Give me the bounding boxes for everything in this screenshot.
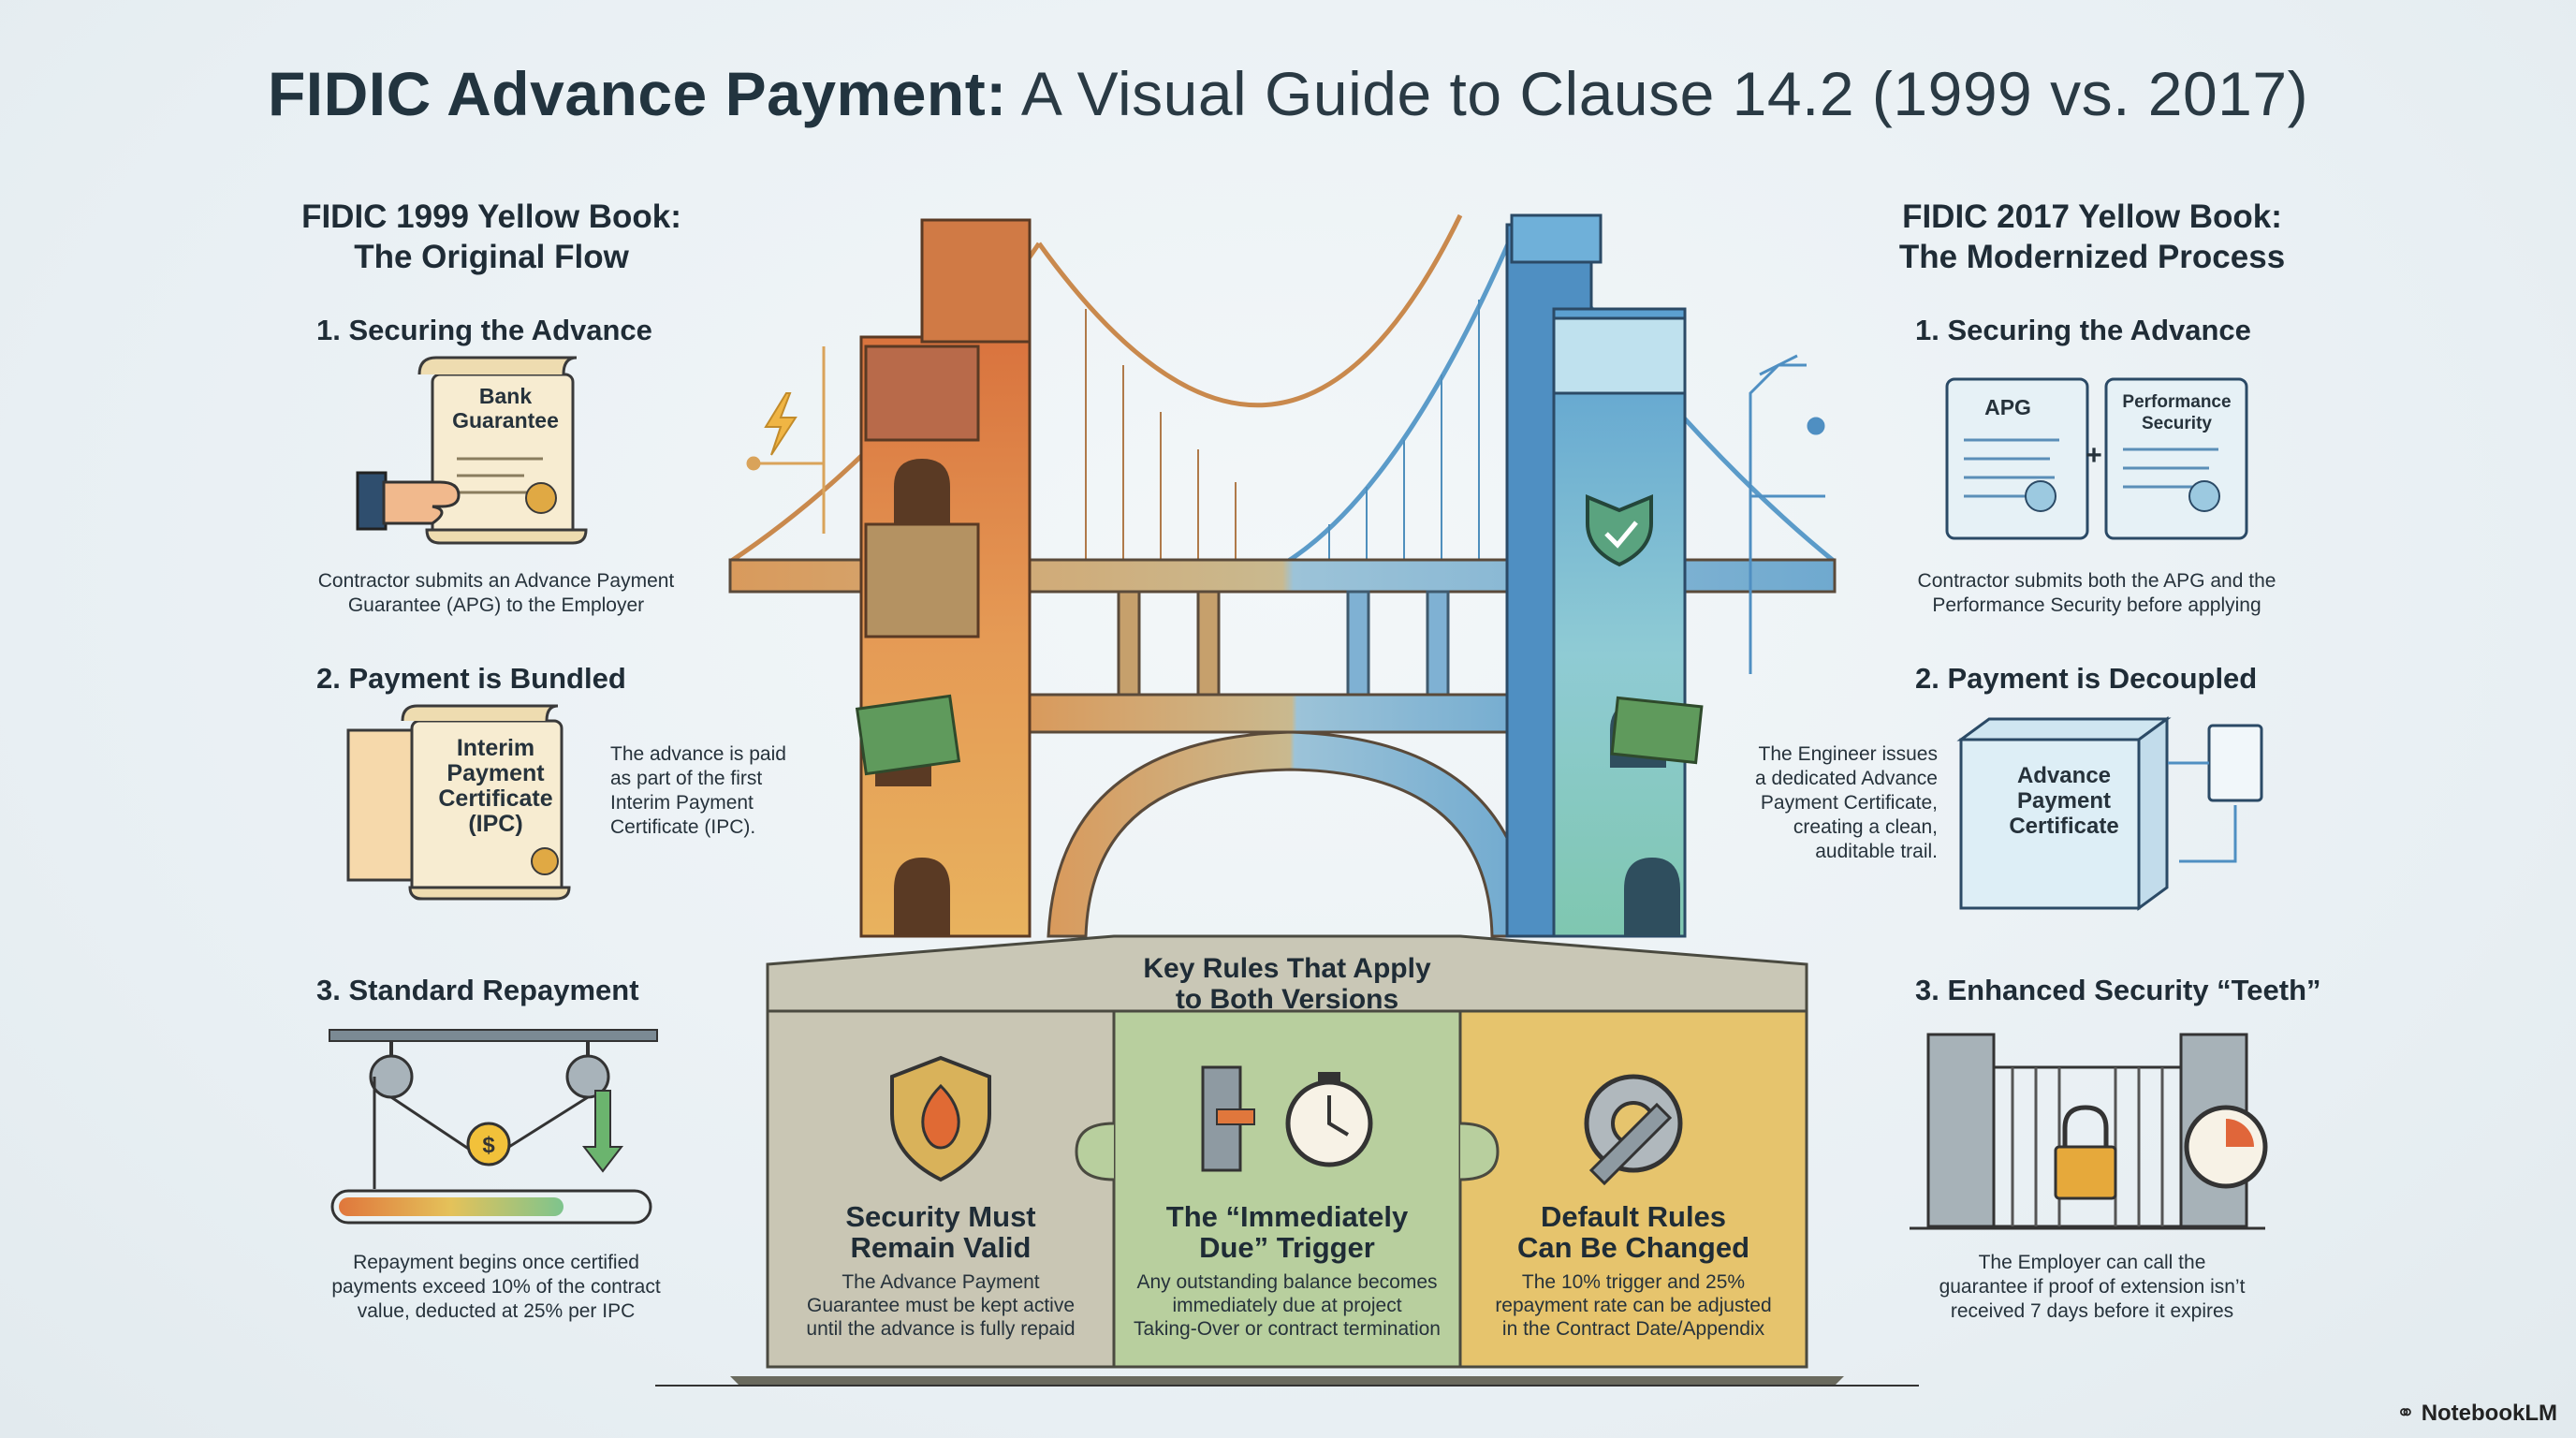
rule-1-title: Security Must Remain Valid: [845, 1200, 1036, 1264]
shield-fire-icon: [890, 1055, 991, 1182]
pulley-icon: $: [329, 1029, 658, 1189]
ipc-doc-icon: [346, 704, 571, 901]
left-step2-caption: The advance is paid as part of the first…: [610, 743, 786, 838]
notebooklm-brand: ⚭ NotebookLM: [2395, 1401, 2557, 1426]
right-step2-caption: The Engineer issues a dedicated Advance …: [1755, 743, 1938, 862]
right-column-heading: FIDIC 2017 Yellow Book: The Modernized P…: [1898, 198, 2286, 275]
stopwatch-icon: [1201, 1065, 1373, 1172]
left-step1-caption: Contractor submits an Advance Payment Gu…: [317, 570, 675, 616]
left-step1-title: 1. Securing the Advance: [316, 314, 652, 346]
rule-3-title: Default Rules Can Be Changed: [1516, 1200, 1750, 1264]
notebooklm-logo-icon: ⚭: [2395, 1401, 2416, 1426]
performance-security-doc-icon: [2104, 377, 2248, 540]
right-step1-title: 1. Securing the Advance: [1915, 314, 2251, 346]
plus-sign: +: [2086, 440, 2102, 471]
hand-icon: [356, 471, 461, 531]
advance-payment-certificate-label: Advance Payment Certificate: [2009, 763, 2119, 839]
right-step3-caption: The Employer can call the guarantee if p…: [1939, 1252, 2246, 1322]
bank-guarantee-doc-icon: [417, 356, 588, 545]
svg-text:$: $: [482, 1133, 495, 1158]
left-step2-title: 2. Payment is Bundled: [316, 662, 626, 695]
page-title: FIDIC Advance Payment: A Visual Guide to…: [267, 59, 2309, 128]
rule-1-body: The Advance Payment Guarantee must be ke…: [806, 1271, 1076, 1340]
left-column-heading: FIDIC 1999 Yellow Book: The Original Flo…: [301, 198, 681, 275]
left-step3-caption: Repayment begins once certified payments…: [331, 1252, 661, 1322]
rule-3-body: The 10% trigger and 25% repayment rate c…: [1495, 1271, 1772, 1340]
apg-label: APG: [1984, 395, 2031, 419]
right-step1-caption: Contractor submits both the APG and the …: [1917, 570, 2276, 616]
bank-guarantee-label: Bank Guarantee: [452, 384, 559, 433]
right-step2-title: 2. Payment is Decoupled: [1915, 662, 2258, 695]
rules-heading: Key Rules That Apply to Both Versions: [1143, 953, 1431, 1015]
rule-2-title: The “Immediately Due” Trigger: [1165, 1200, 1409, 1264]
performance-security-label: Performance Security: [2122, 392, 2232, 433]
right-step3-title: 3. Enhanced Security “Teeth”: [1915, 974, 2321, 1006]
gear-wrench-icon: [1584, 1074, 1683, 1186]
rule-2-body: Any outstanding balance becomes immediat…: [1134, 1271, 1441, 1340]
left-step3-title: 3. Standard Repayment: [316, 974, 639, 1006]
gate-lock-icon: [1910, 1033, 2268, 1230]
ipc-label: Interim Payment Certificate (IPC): [438, 735, 553, 837]
apg-doc-icon: [1945, 377, 2089, 540]
bridge-illustration: [728, 213, 1837, 938]
repayment-progress-bar: [330, 1189, 652, 1225]
advance-payment-certificate-cube-icon: [1956, 716, 2263, 911]
